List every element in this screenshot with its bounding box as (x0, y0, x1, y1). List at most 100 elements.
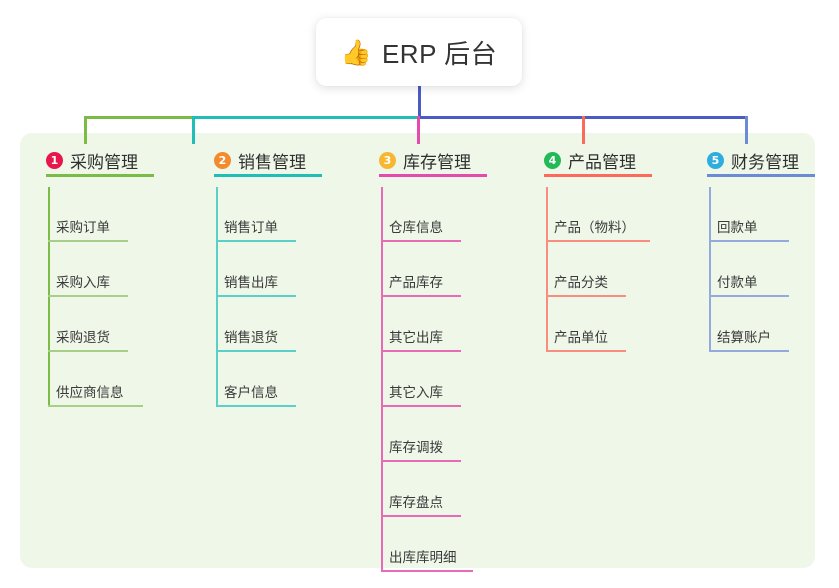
item-label: 其它出库 (389, 330, 443, 345)
item-rule (48, 405, 143, 407)
column-purchasing: 1 采购管理 采购订单 采购入库 采购退货 供应商信息 (28, 147, 154, 407)
item-label: 结算账户 (717, 330, 771, 345)
item-label: 付款单 (717, 275, 758, 290)
column-spine-4 (546, 187, 548, 352)
item-rule (48, 295, 128, 297)
drop-connector-2 (192, 116, 195, 144)
list-item[interactable]: 库存调拨 (361, 407, 471, 462)
list-item[interactable]: 产品分类 (526, 242, 636, 297)
list-item[interactable]: 产品库存 (361, 242, 471, 297)
list-item[interactable]: 其它入库 (361, 352, 471, 407)
column-header-4[interactable]: 4 产品管理 (526, 147, 652, 177)
item-label: 出库库明细 (389, 550, 457, 565)
column-header-rule-5 (707, 174, 815, 177)
column-header-rule-2 (214, 174, 322, 177)
list-item[interactable]: 结算账户 (689, 297, 799, 352)
column-spine-3 (381, 187, 383, 572)
item-label: 销售退货 (224, 330, 278, 345)
item-rule (381, 460, 461, 462)
list-item[interactable]: 其它出库 (361, 297, 471, 352)
item-label: 采购订单 (56, 220, 110, 235)
list-item[interactable]: 采购入库 (28, 242, 138, 297)
column-title-3: 库存管理 (403, 152, 471, 172)
item-label: 回款单 (717, 220, 758, 235)
item-rule (381, 405, 461, 407)
column-finance: 5 财务管理 回款单 付款单 结算账户 (689, 147, 815, 352)
item-label: 库存盘点 (389, 495, 443, 510)
item-label: 销售出库 (224, 275, 278, 290)
item-rule (709, 350, 789, 352)
item-rule (48, 240, 128, 242)
column-badge-5: 5 (707, 151, 724, 169)
item-rule (48, 350, 128, 352)
column-header-rule-1 (46, 174, 154, 177)
item-rule (381, 350, 461, 352)
list-item[interactable]: 销售出库 (196, 242, 306, 297)
item-label: 采购入库 (56, 275, 110, 290)
column-header-1[interactable]: 1 采购管理 (28, 147, 154, 177)
item-rule (381, 515, 461, 517)
column-spine-2 (216, 187, 218, 407)
item-label: 其它入库 (389, 385, 443, 400)
list-item[interactable]: 出库库明细 (361, 517, 473, 572)
column-header-rule-4 (544, 174, 652, 177)
item-rule (546, 240, 650, 242)
list-item[interactable]: 付款单 (689, 242, 799, 297)
item-label: 仓库信息 (389, 220, 443, 235)
item-label: 客户信息 (224, 385, 278, 400)
column-header-3[interactable]: 3 库存管理 (361, 147, 487, 177)
column-header-rule-3 (379, 174, 487, 177)
item-label: 产品（物料） (554, 220, 635, 235)
column-items-4: 产品（物料） 产品分类 产品单位 (526, 187, 650, 352)
item-rule (216, 350, 296, 352)
column-header-2[interactable]: 2 销售管理 (196, 147, 322, 177)
item-label: 产品单位 (554, 330, 608, 345)
list-item[interactable]: 供应商信息 (28, 352, 143, 407)
bus-segment-green (84, 116, 194, 119)
item-rule (216, 240, 296, 242)
column-badge-2: 2 (214, 151, 231, 169)
column-spine-1 (48, 187, 50, 407)
item-label: 销售订单 (224, 220, 278, 235)
list-item[interactable]: 库存盘点 (361, 462, 471, 517)
list-item[interactable]: 产品（物料） (526, 187, 650, 242)
item-rule (381, 295, 461, 297)
column-badge-1: 1 (46, 151, 63, 169)
item-rule (216, 405, 296, 407)
drop-connector-4 (582, 116, 585, 144)
list-item[interactable]: 销售退货 (196, 297, 306, 352)
column-header-5[interactable]: 5 财务管理 (689, 147, 815, 177)
root-node-content: 👍 ERP 后台 (341, 34, 497, 71)
item-label: 供应商信息 (56, 385, 124, 400)
drop-connector-1 (84, 116, 87, 144)
column-product: 4 产品管理 产品（物料） 产品分类 产品单位 (526, 147, 652, 352)
thumbs-up-icon: 👍 (340, 37, 372, 67)
trunk-connector (418, 86, 421, 118)
list-item[interactable]: 采购订单 (28, 187, 138, 242)
item-rule (709, 295, 789, 297)
list-item[interactable]: 回款单 (689, 187, 799, 242)
item-rule (709, 240, 789, 242)
drop-connector-5 (745, 116, 748, 144)
list-item[interactable]: 销售订单 (196, 187, 306, 242)
list-item[interactable]: 产品单位 (526, 297, 636, 352)
bus-segment-teal (192, 116, 419, 119)
item-rule (546, 295, 626, 297)
column-badge-3: 3 (379, 151, 396, 169)
root-node-title: ERP 后台 (381, 38, 498, 69)
column-title-1: 采购管理 (70, 152, 138, 172)
column-badge-4: 4 (544, 151, 561, 169)
column-title-2: 销售管理 (238, 152, 306, 172)
column-items-3: 仓库信息 产品库存 其它出库 其它入库 库存调拨 库存盘点 (361, 187, 473, 572)
column-items-2: 销售订单 销售出库 销售退货 客户信息 (196, 187, 306, 407)
column-items-5: 回款单 付款单 结算账户 (689, 187, 799, 352)
drop-connector-3 (417, 116, 420, 144)
root-node-card[interactable]: 👍 ERP 后台 (316, 18, 522, 86)
item-label: 库存调拨 (389, 440, 443, 455)
item-label: 产品库存 (389, 275, 443, 290)
list-item[interactable]: 仓库信息 (361, 187, 471, 242)
list-item[interactable]: 客户信息 (196, 352, 306, 407)
list-item[interactable]: 采购退货 (28, 297, 138, 352)
item-rule (216, 295, 296, 297)
